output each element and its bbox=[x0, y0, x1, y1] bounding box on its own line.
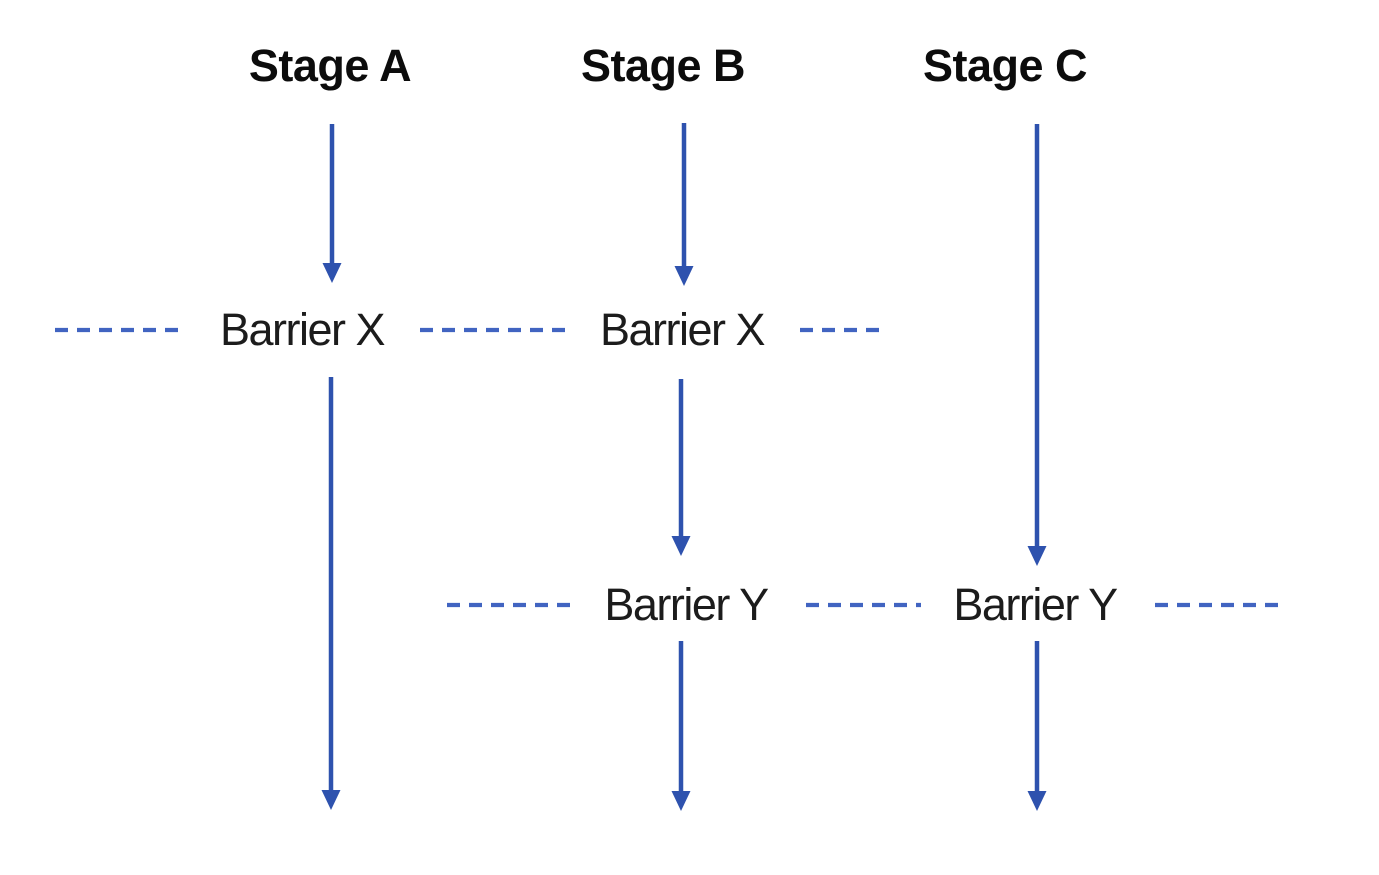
arrowhead-down-icon bbox=[321, 790, 341, 810]
arrowhead-down-icon bbox=[671, 536, 691, 556]
arrowhead-down-icon bbox=[671, 791, 691, 811]
flow-arrow bbox=[1027, 124, 1047, 566]
flow-arrow bbox=[671, 379, 691, 556]
arrowhead-down-icon bbox=[322, 263, 342, 283]
flow-arrow bbox=[1027, 641, 1047, 811]
arrowhead-down-icon bbox=[1027, 791, 1047, 811]
arrowhead-down-icon bbox=[1027, 546, 1047, 566]
flow-arrow bbox=[671, 641, 691, 811]
flow-arrow bbox=[322, 124, 342, 283]
flow-arrow bbox=[674, 123, 694, 286]
flow-arrow bbox=[321, 377, 341, 810]
arrowhead-down-icon bbox=[674, 266, 694, 286]
